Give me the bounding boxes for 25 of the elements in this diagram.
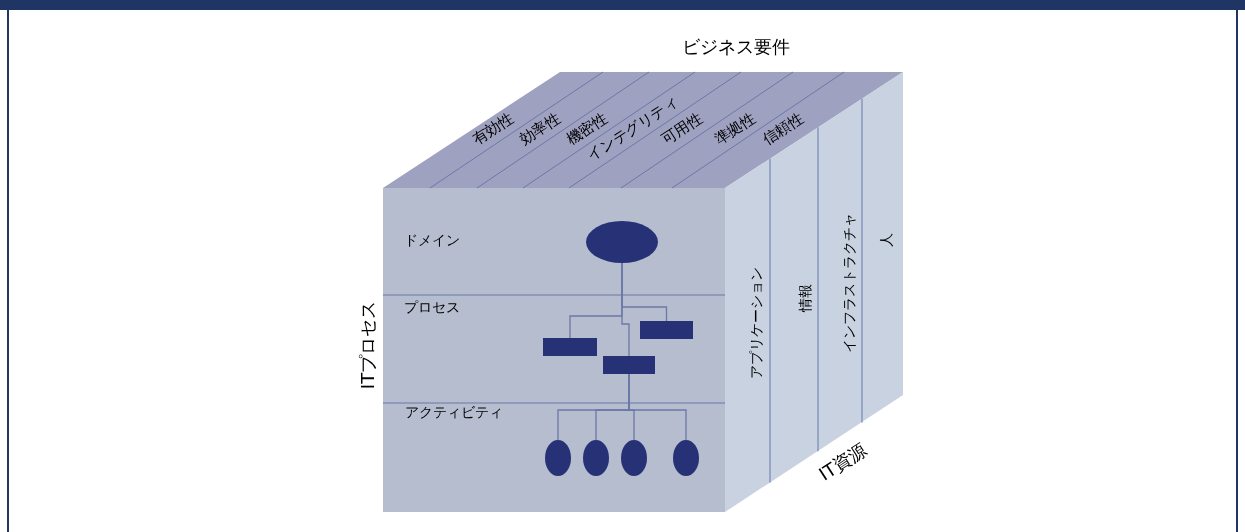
axis-label: ドメイン (404, 233, 460, 247)
activity-ellipse (673, 440, 699, 476)
axis-label: アクティビティ (405, 405, 503, 419)
vertical-label: アプリケーション (749, 267, 763, 379)
axis-label: プロセス (404, 300, 460, 314)
vertical-label: ITプロセス (359, 300, 377, 390)
process-box (543, 338, 597, 356)
process-box (603, 356, 655, 374)
activity-ellipse (621, 440, 647, 476)
activity-ellipse (545, 440, 571, 476)
slanted-label: 有効性 (470, 110, 516, 148)
vertical-label: インフラストラクチャ (842, 213, 856, 353)
connector-line (621, 262, 630, 357)
connector-line (628, 373, 687, 441)
domain-ellipse (586, 221, 658, 263)
vertical-label: 人 (879, 233, 893, 247)
slanted-label: 可用性 (659, 110, 705, 148)
slanted-label: 信頼性 (760, 110, 806, 148)
slanted-label: 準拠性 (712, 110, 758, 148)
slanted-label: IT資源 (816, 440, 870, 484)
vertical-label: 情報 (798, 284, 812, 312)
activity-ellipse (583, 440, 609, 476)
process-box (640, 321, 693, 339)
slanted-label: 効率性 (517, 110, 563, 148)
axis-label: ビジネス要件 (682, 38, 790, 56)
